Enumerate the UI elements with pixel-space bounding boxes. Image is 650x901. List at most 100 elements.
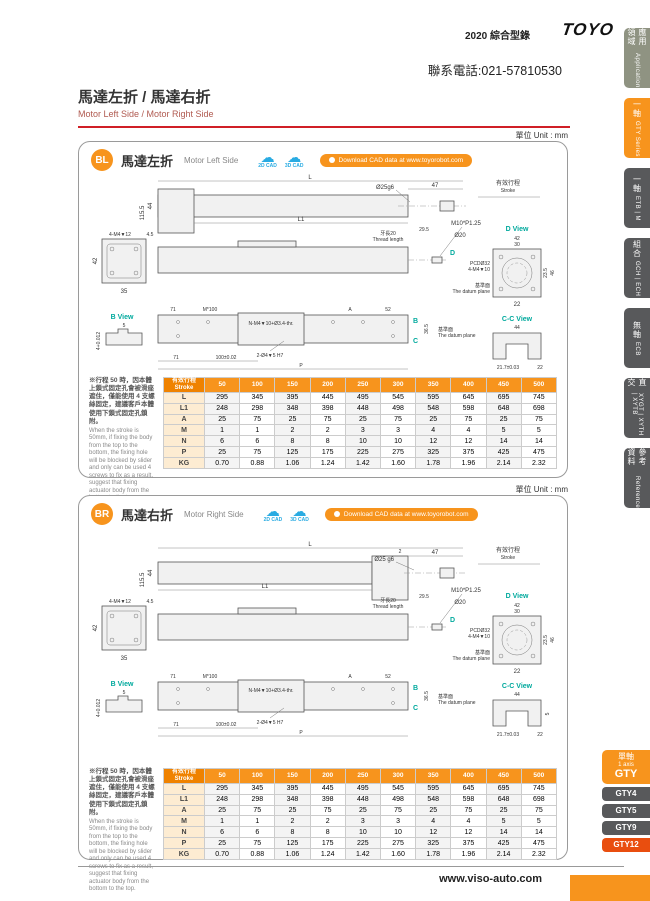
table-cell: 75 — [379, 413, 417, 426]
pcd-circle — [506, 629, 528, 651]
table-header-cell: 250 — [344, 377, 381, 393]
dim-4-5: 4.5 — [147, 232, 154, 238]
table-cell: 295 — [203, 391, 241, 404]
table-cell: 298 — [239, 402, 276, 415]
table-cell: 75 — [450, 413, 487, 426]
side-tab-xygt[interactable]: 直交 XYGT | XYTH | XYTB — [624, 378, 650, 438]
dim-71: 71 — [173, 355, 179, 361]
table-cell: 25 — [203, 804, 241, 817]
table-cell: 475 — [520, 446, 558, 459]
cad-3d-download[interactable]: ☁ 3D CAD — [290, 504, 309, 523]
table-cell: 25 — [344, 413, 381, 426]
row-label: L — [163, 391, 205, 404]
table-cell: 2 — [274, 424, 311, 437]
hole — [176, 687, 180, 691]
side-tab-etb-m[interactable]: 一軸 ETB | M — [624, 168, 650, 228]
table-cell: 5 — [520, 815, 558, 828]
contact-phone: 聯系電話:021-57810530 — [427, 64, 562, 78]
download-cad-button[interactable]: Download CAD data at www.toyorobot.com — [324, 507, 478, 521]
datum-label-en: The datum plane — [438, 700, 476, 706]
dim-29-5: 29.5 — [419, 227, 429, 233]
cad-2d-download[interactable]: ☁ 2D CAD — [264, 504, 283, 523]
hole — [331, 687, 335, 691]
table-cell: 1.42 — [344, 848, 381, 860]
datum-label-en: The datum plane — [452, 289, 490, 295]
series-item-gty9[interactable]: GTY9 — [602, 821, 650, 836]
unit-label: 單位 Unit : mm — [515, 485, 568, 494]
series-item-gty5[interactable]: GTY5 — [602, 804, 650, 819]
corner-accent-block — [570, 875, 650, 901]
dim-A: A — [348, 307, 352, 313]
badge-br: BR — [91, 503, 113, 525]
d-view-title: D View — [506, 593, 529, 600]
table-header-cell: 350 — [415, 768, 452, 784]
dim-L: L — [308, 175, 312, 181]
table-cell: 275 — [379, 446, 417, 459]
table-cell: 545 — [379, 391, 417, 404]
page-title: 馬達左折 / 馬達右折 — [78, 89, 211, 106]
row-label: M — [163, 424, 205, 437]
plan-view: 71 M*100 A 52 N-M4▼10+Ø3.4-thr. B C 36.5… — [157, 674, 476, 737]
table-cell: 2 — [309, 815, 346, 828]
series-menu-header: 單軸 1 axis GTY — [602, 750, 650, 785]
side-tab-label-en: Reference — [634, 475, 640, 508]
table-cell: 10 — [379, 435, 417, 448]
table-cell: 25 — [344, 804, 381, 817]
stroke-note: ※行程 50 時，因本體上鎖式固定孔會被滑座遮住，僅能使用 4 支螺絲固定，建議… — [89, 768, 157, 894]
dim-thread-zh: 牙長20 — [380, 598, 396, 604]
table-cell: 5 — [520, 424, 558, 437]
side-tab-gch-ech[interactable]: 組合 GCH | ECH — [624, 238, 650, 298]
table-cell: 375 — [450, 837, 487, 850]
dim-rod: Ø25 g6 — [374, 557, 394, 563]
panel-motor-left: BL 馬達左折 Motor Left Side ☁ 2D CAD ☁ 3D CA… — [78, 141, 568, 501]
hole — [498, 254, 504, 260]
table-cell: 6 — [203, 826, 241, 839]
side-tab-application[interactable]: 應用領域 Application — [624, 28, 650, 88]
cad-links: ☁ 2D CAD ☁ 3D CAD — [258, 148, 304, 169]
slider-outline — [237, 312, 305, 346]
dim-M100: M*100 — [203, 307, 218, 313]
cloud-download-icon: ☁ — [260, 148, 275, 165]
datum-label-zh: 基準面 — [475, 282, 490, 289]
d-view: D View 42 30 PCDØ32 4-M4▼10 基準面 The datu… — [452, 593, 556, 675]
side-tab-reference[interactable]: 參考資料 Reference — [624, 448, 650, 508]
series-item-gty4[interactable]: GTY4 — [602, 787, 650, 802]
dim-M10: M10*P1.25 — [451, 588, 481, 594]
section-letter-d: D — [450, 250, 455, 257]
table-header-cell: 200 — [309, 768, 346, 784]
plan-view: 71 M*100 A 52 N-M4▼10+Ø3.4-thr. B C 36.5… — [157, 307, 476, 370]
dim-dowel-holes: 2-Ø4▼5 H7 — [257, 720, 284, 726]
table-cell: 75 — [309, 413, 346, 426]
download-cad-button[interactable]: Download CAD data at www.toyorobot.com — [319, 153, 473, 167]
dim-71: 71 — [173, 722, 179, 728]
dim-44: 44 — [148, 202, 154, 209]
table-cell: 25 — [203, 446, 241, 459]
part-outline — [106, 610, 142, 646]
table-cell: 1.60 — [379, 457, 417, 469]
cad-2d-download[interactable]: ☁ 2D CAD — [258, 148, 277, 169]
table-cell: 14 — [485, 435, 522, 448]
hole — [176, 334, 180, 338]
table-cell: 4 — [450, 815, 487, 828]
table-cell: 10 — [344, 435, 381, 448]
cad-3d-download[interactable]: ☁ 3D CAD — [285, 150, 304, 169]
table-header-cell: 400 — [450, 377, 487, 393]
table-cell: 595 — [415, 782, 452, 795]
side-tab-ecb[interactable]: 無軸 ECB — [624, 308, 650, 368]
series-item-gty12[interactable]: GTY12 — [602, 838, 650, 853]
table-cell: 1 — [239, 424, 276, 437]
part-outline — [106, 243, 142, 279]
table-cell: 445 — [309, 391, 346, 404]
dim-22: 22 — [537, 365, 543, 371]
dim-23-5: 23.5 — [543, 268, 549, 278]
side-tab-gty-series[interactable]: 一軸 GTY Series — [624, 98, 650, 158]
table-header-cell: 300 — [379, 768, 417, 784]
dim-L1: L1 — [262, 584, 269, 590]
row-label: N — [163, 826, 205, 839]
channel-outline — [492, 332, 542, 360]
table-cell: 5 — [485, 815, 522, 828]
